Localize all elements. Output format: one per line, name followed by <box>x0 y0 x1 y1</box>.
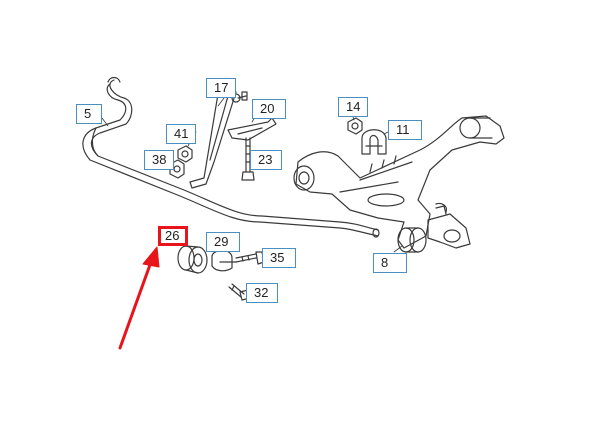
callout-23[interactable]: 23 <box>250 150 282 170</box>
callout-35[interactable]: 35 <box>262 248 296 268</box>
callout-14[interactable]: 14 <box>338 97 368 117</box>
stabilizer-bar <box>82 76 380 238</box>
nut-38 <box>169 159 185 179</box>
callout-17[interactable]: 17 <box>206 78 236 98</box>
bushing-26 <box>177 245 208 274</box>
bolt-35 <box>235 251 265 265</box>
ball-joint <box>427 205 471 249</box>
callout-38[interactable]: 38 <box>144 150 174 170</box>
callout-26[interactable]: 26 <box>158 226 188 246</box>
nut-14 <box>347 117 363 135</box>
callout-20[interactable]: 20 <box>252 99 286 119</box>
bracket-17 <box>189 91 248 189</box>
callout-11[interactable]: 11 <box>388 120 422 140</box>
callout-5[interactable]: 5 <box>76 104 102 124</box>
nut-41 <box>177 145 193 163</box>
control-arm-8 <box>293 115 505 249</box>
clamp-29 <box>211 249 237 272</box>
callout-8[interactable]: 8 <box>373 253 407 273</box>
highlight-arrow <box>118 246 160 350</box>
callout-32[interactable]: 32 <box>246 283 278 303</box>
callout-29[interactable]: 29 <box>206 232 240 252</box>
clamp-11 <box>361 129 387 155</box>
clip-20 <box>227 117 277 141</box>
callout-41[interactable]: 41 <box>166 124 196 144</box>
bushing-right <box>397 227 427 253</box>
